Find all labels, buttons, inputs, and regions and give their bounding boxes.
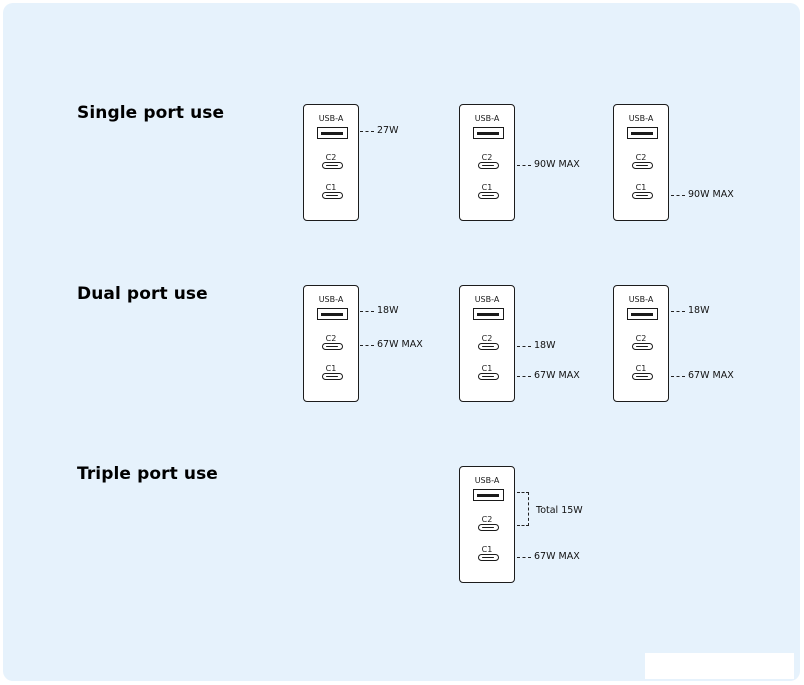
section-title-triple: Triple port use: [77, 464, 218, 484]
usbc-port-icon: [322, 343, 343, 350]
c1-label: C1: [481, 183, 493, 192]
c1-label: C1: [481, 364, 493, 373]
usbc-port-icon: [632, 343, 653, 350]
power-callout: 27W: [377, 125, 399, 136]
usbc-port-icon: [632, 192, 653, 199]
usbc-port-icon: [478, 524, 499, 531]
c1-label: C1: [635, 364, 647, 373]
c1-label: C1: [635, 183, 647, 192]
usba-label: USB-A: [628, 114, 654, 123]
charger-single-c1: USB-A C2 C1: [613, 104, 669, 221]
power-callout: 18W: [688, 305, 710, 316]
c2-label: C2: [481, 515, 493, 524]
power-callout: 90W MAX: [688, 189, 734, 200]
c2-label: C2: [325, 334, 337, 343]
c1-label: C1: [325, 183, 337, 192]
usbc-port-icon: [478, 192, 499, 199]
callout-line: [517, 557, 531, 558]
c1-label: C1: [325, 364, 337, 373]
callout-line: [360, 131, 374, 132]
callout-line: [360, 311, 374, 312]
c1-label: C1: [481, 545, 493, 554]
power-callout: Total 15W: [536, 505, 583, 516]
callout-line: [671, 195, 685, 196]
power-callout: 18W: [377, 305, 399, 316]
usbc-port-icon: [632, 373, 653, 380]
power-callout: 67W MAX: [534, 370, 580, 381]
usba-port-icon: [473, 308, 504, 320]
usba-label: USB-A: [318, 295, 344, 304]
usba-label: USB-A: [628, 295, 654, 304]
callout-line: [517, 346, 531, 347]
c2-label: C2: [325, 153, 337, 162]
charger-dual-a-c1: USB-A C2 C1: [613, 285, 669, 402]
usbc-port-icon: [322, 162, 343, 169]
corner-patch: [645, 653, 794, 679]
usba-port-icon: [317, 308, 348, 320]
section-title-dual: Dual port use: [77, 284, 208, 304]
c2-label: C2: [635, 153, 647, 162]
usba-label: USB-A: [474, 476, 500, 485]
usba-port-icon: [627, 308, 658, 320]
charger-single-c2: USB-A C2 C1: [459, 104, 515, 221]
power-callout: 67W MAX: [688, 370, 734, 381]
power-callout: 90W MAX: [534, 159, 580, 170]
usba-port-icon: [473, 127, 504, 139]
usbc-port-icon: [322, 373, 343, 380]
section-title-single: Single port use: [77, 103, 225, 123]
power-callout: 67W MAX: [377, 339, 423, 350]
usbc-port-icon: [478, 554, 499, 561]
callout-bracket: [517, 492, 529, 526]
charger-triple: USB-A C2 C1: [459, 466, 515, 583]
charger-single-usba: USB-A C2 C1: [303, 104, 359, 221]
callout-line: [517, 376, 531, 377]
usba-port-icon: [317, 127, 348, 139]
charger-dual-c2-c1: USB-A C2 C1: [459, 285, 515, 402]
usbc-port-icon: [478, 162, 499, 169]
usbc-port-icon: [478, 373, 499, 380]
usba-label: USB-A: [474, 295, 500, 304]
callout-line: [517, 165, 531, 166]
callout-line: [360, 345, 374, 346]
power-callout: 67W MAX: [534, 551, 580, 562]
usba-port-icon: [473, 489, 504, 501]
callout-line: [671, 311, 685, 312]
usba-label: USB-A: [318, 114, 344, 123]
usbc-port-icon: [322, 192, 343, 199]
c2-label: C2: [481, 153, 493, 162]
usbc-port-icon: [478, 343, 499, 350]
usbc-port-icon: [632, 162, 653, 169]
power-callout: 18W: [534, 340, 556, 351]
usba-label: USB-A: [474, 114, 500, 123]
callout-line: [671, 376, 685, 377]
charger-dual-a-c2: USB-A C2 C1: [303, 285, 359, 402]
usba-port-icon: [627, 127, 658, 139]
c2-label: C2: [481, 334, 493, 343]
c2-label: C2: [635, 334, 647, 343]
